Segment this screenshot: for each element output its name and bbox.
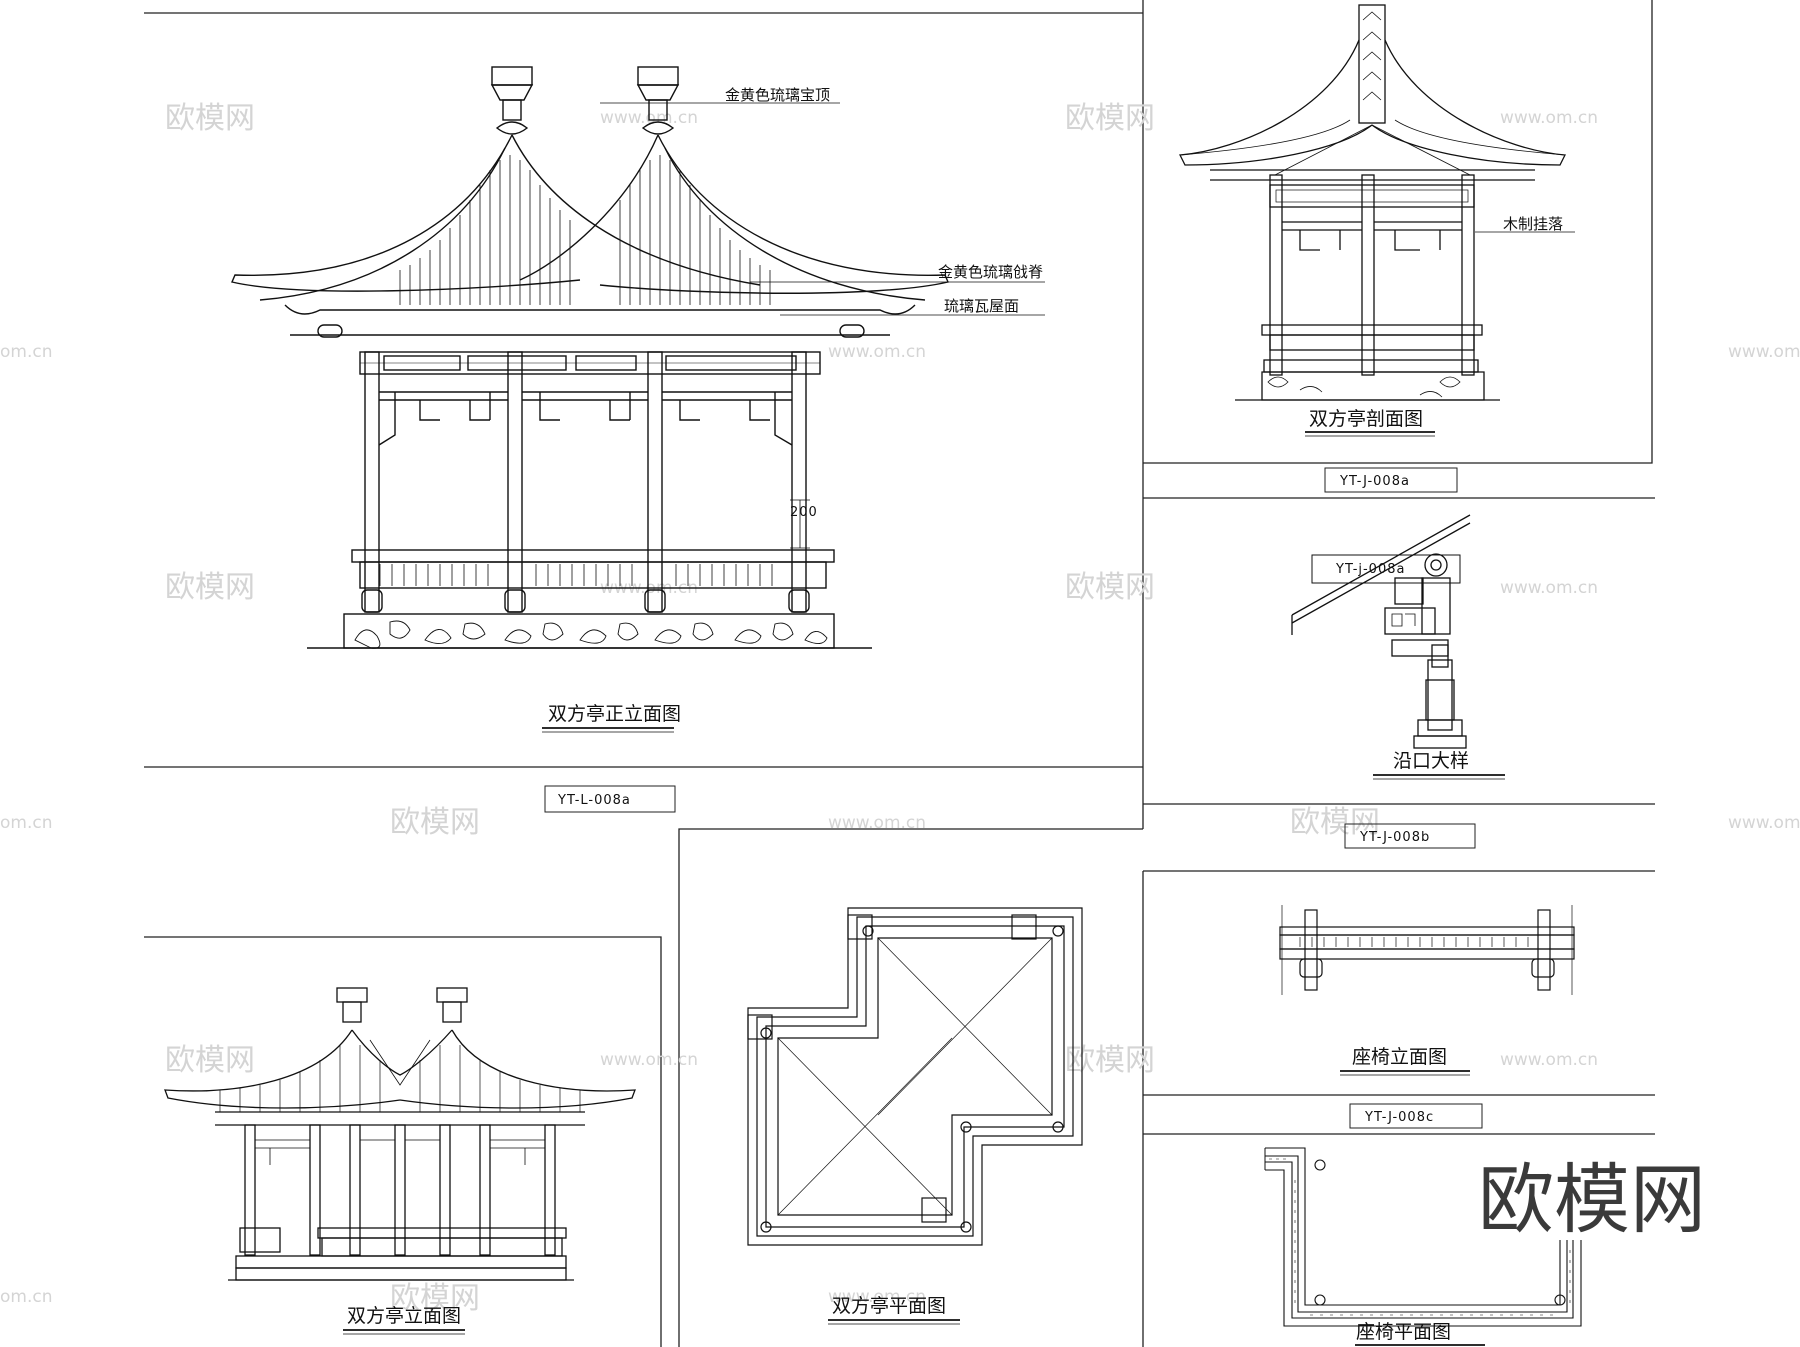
watermark-url: om.cn <box>0 1287 53 1307</box>
watermark-url: www.om.cn <box>828 342 926 362</box>
plan-drawing <box>747 907 1083 1325</box>
watermark-brand: 欧模网 <box>390 1281 480 1316</box>
watermark-url: om.cn <box>0 813 53 833</box>
section-code: YT-J-008a <box>1339 474 1410 489</box>
watermark-brand: 欧模网 <box>390 805 480 840</box>
side-elevation-drawing <box>164 987 636 1335</box>
watermark-url: www.om.cn <box>828 1287 926 1307</box>
eave-detail-code: YT-J-008b <box>1359 830 1430 845</box>
watermark-url: www.om.cn <box>1500 578 1598 598</box>
plan-labels: 双方亭平面图 <box>832 1295 946 1317</box>
watermark-url: www.om.cn <box>600 1050 698 1070</box>
eave-detail-title: 沿口大样 <box>1393 750 1469 772</box>
plan-title: 双方亭平面图 <box>832 1295 946 1317</box>
bench-plan-title: 座椅平面图 <box>1356 1321 1451 1343</box>
section-drawing <box>1178 4 1575 437</box>
bench-elevation-code-box <box>1349 1103 1483 1129</box>
watermark-url: www.om.cn <box>1728 342 1800 362</box>
front-elevation-code: YT-L-008a <box>557 793 631 808</box>
eave-detail-drawing <box>1291 514 1505 780</box>
watermark-brand: 欧模网 <box>1290 805 1380 840</box>
bench-elevation-labels: 座椅立面图 YT-J-008c <box>1349 1046 1483 1129</box>
bench-elevation-drawing <box>1279 905 1575 1076</box>
bench-elevation-code: YT-J-008c <box>1364 1110 1434 1125</box>
watermark-brand: 欧模网 <box>165 1043 255 1078</box>
panel-frames <box>144 0 1655 1347</box>
watermark-url: www.om.cn <box>1500 1050 1598 1070</box>
section-code-box <box>1324 467 1458 493</box>
front-elevation-title: 双方亭正立面图 <box>548 703 681 725</box>
finial-right <box>636 66 680 135</box>
eave-detail-labels: YT-j-008a 沿口大样 YT-J-008b <box>1335 562 1476 849</box>
watermark-layer: 欧模网 欧模网 欧模网 欧模网 欧模网 欧模网 欧模网 欧模网 欧模网 www.… <box>0 101 1800 1316</box>
eave-detail-ref: YT-j-008a <box>1335 562 1405 577</box>
section-labels: 木制挂落 双方亭剖面图 YT-J-008a <box>1309 215 1563 493</box>
watermark-url: om.cn <box>0 342 53 362</box>
watermark-url: www.om.cn <box>1500 108 1598 128</box>
annotation-finial: 金黄色琉璃宝顶 <box>725 86 830 104</box>
eave-detail-code-box <box>1344 823 1476 849</box>
bench-plan-drawing <box>1264 1147 1582 1346</box>
watermark-brand: 欧模网 <box>1065 1043 1155 1078</box>
watermark-brand: 欧模网 <box>165 570 255 605</box>
watermark-brand: 欧模网 <box>1065 570 1155 605</box>
front-elevation-drawing <box>231 66 1045 733</box>
annotation-hanging-frame: 木制挂落 <box>1503 215 1563 233</box>
side-elevation-title: 双方亭立面图 <box>347 1305 461 1327</box>
finial-left <box>490 66 534 135</box>
watermark-brand: 欧模网 <box>165 101 255 136</box>
section-title: 双方亭剖面图 <box>1309 408 1423 430</box>
bench-elevation-title: 座椅立面图 <box>1352 1046 1447 1068</box>
watermark-url: www.om.cn <box>1728 813 1800 833</box>
watermark-brand: 欧模网 <box>1065 101 1155 136</box>
bench-plan-labels: 座椅平面图 <box>1356 1321 1451 1343</box>
front-elevation-code-box <box>544 785 676 813</box>
brand-logo: 欧模网 <box>1478 1155 1706 1244</box>
annotation-ridge: 金黄色琉璃戗脊 <box>938 263 1043 281</box>
watermark-url: www.om.cn <box>828 813 926 833</box>
brand-logo-text: 欧模网 <box>1478 1155 1706 1244</box>
front-elevation-labels: 金黄色琉璃宝顶 金黄色琉璃戗脊 琉璃瓦屋面 200 双方亭正立面图 YT-L-0… <box>544 86 1043 813</box>
annotation-roof: 琉璃瓦屋面 <box>944 297 1019 315</box>
side-elevation-labels: 双方亭立面图 <box>347 1305 461 1327</box>
dimension-label: 200 <box>790 505 818 520</box>
